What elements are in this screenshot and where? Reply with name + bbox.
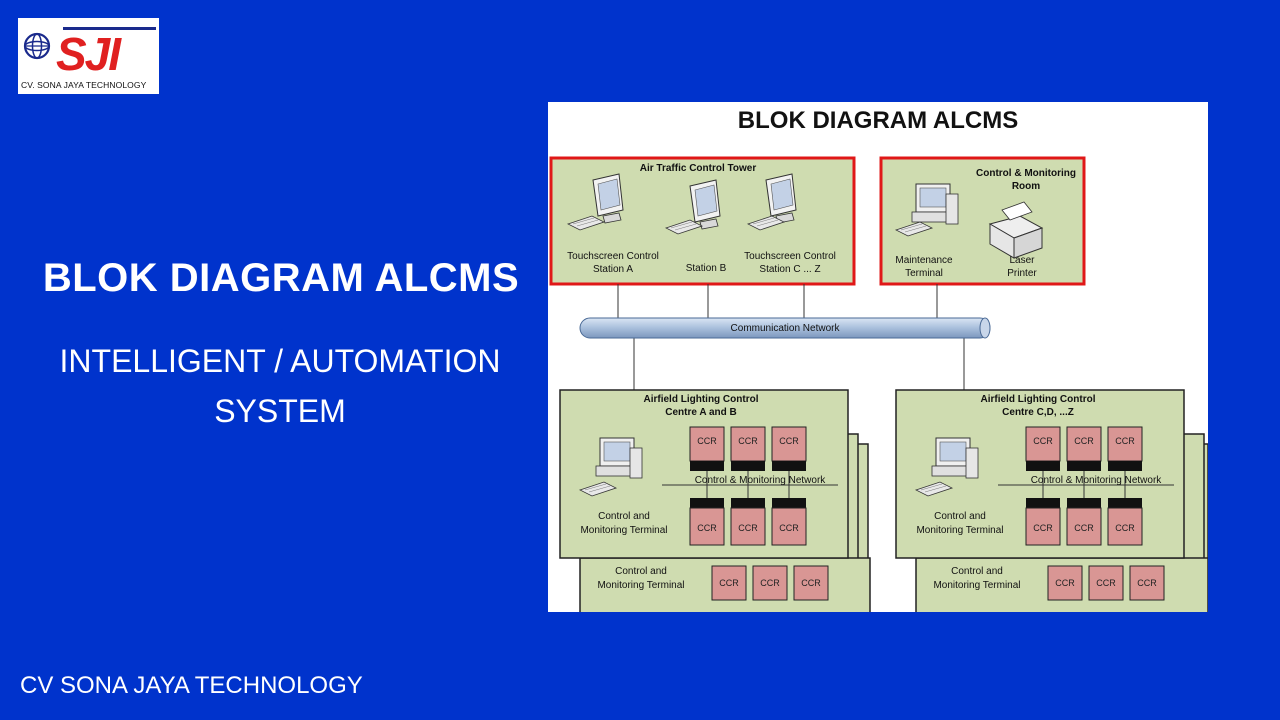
ccr-label: CCR (1055, 578, 1075, 588)
logo-graphic: SJI (23, 27, 156, 80)
station-b-label: Station B (686, 263, 727, 274)
printer-label-2: Printer (1007, 268, 1037, 279)
station-a-label-1: Touchscreen Control (567, 251, 659, 262)
ccr-top-row-cz: CCR CCR CCR (1025, 426, 1143, 485)
ccr-label: CCR (1096, 578, 1116, 588)
company-logo: SJI CV. SONA JAYA TECHNOLOGY (18, 18, 159, 94)
ccr-bottom-row-ab: CCR CCR CCR (689, 485, 807, 546)
ccr-label: CCR (779, 436, 799, 446)
ccr-label: CCR (760, 578, 780, 588)
centre-ab-title-2: Centre A and B (665, 407, 737, 418)
terminal-cz-label-1: Control and (934, 511, 986, 522)
diagram-title: BLOK DIAGRAM ALCMS (738, 107, 1018, 134)
printer-label-1: Laser (1009, 255, 1035, 266)
cmr-title-1: Control & Monitoring (976, 168, 1076, 179)
ccr-bottom-row-cz: CCR CCR CCR (1025, 485, 1143, 546)
ccr-label: CCR (697, 523, 717, 533)
ccr-label: CCR (1115, 523, 1135, 533)
terminal-ab-label-1: Control and (598, 511, 650, 522)
communication-network-label: Communication Network (731, 323, 841, 334)
slide-footer: CV SONA JAYA TECHNOLOGY (20, 672, 363, 699)
centre-cz-title-1: Airfield Lighting Control (981, 394, 1096, 405)
back-ccr-row-cz: CCR CCR CCR (1047, 565, 1165, 601)
logo-caption: CV. SONA JAYA TECHNOLOGY (21, 80, 147, 90)
ccr-label: CCR (801, 578, 821, 588)
control-monitoring-room-panel: Control & Monitoring Room Maintenance Te… (879, 156, 1086, 286)
inner-network-ab-label: Control & Monitoring Network (695, 475, 827, 486)
ccr-label: CCR (1137, 578, 1157, 588)
centre-ab-title-1: Airfield Lighting Control (644, 394, 759, 405)
communication-network-pipe: Communication Network (579, 317, 991, 339)
inner-network-cz-label: Control & Monitoring Network (1031, 475, 1163, 486)
back-terminal-ab-label-1: Control and (615, 566, 667, 577)
printer-icon (988, 201, 1044, 259)
ccr-label: CCR (719, 578, 739, 588)
atc-tower-panel: Air Traffic Control Tower Touchscreen Co… (549, 156, 856, 286)
back-terminal-cz-label-1: Control and (951, 566, 1003, 577)
ccr-label: CCR (738, 523, 758, 533)
alcms-diagram: BLOK DIAGRAM ALCMS Air Traffic Control T… (548, 102, 1208, 612)
ccr-label: CCR (697, 436, 717, 446)
ccr-label: CCR (1033, 436, 1053, 446)
maintenance-label-2: Terminal (905, 268, 943, 279)
ccr-label: CCR (1115, 436, 1135, 446)
slide-title: BLOK DIAGRAM ALCMS (42, 256, 520, 300)
diagram-canvas: BLOK DIAGRAM ALCMS Air Traffic Control T… (549, 107, 1208, 612)
centre-ab-group: Control and Monitoring Terminal CCR CCR … (559, 389, 871, 612)
terminal-ab-label-2: Monitoring Terminal (580, 525, 667, 536)
ccr-label: CCR (779, 523, 799, 533)
terminal-cz-label-2: Monitoring Terminal (916, 525, 1003, 536)
back-terminal-cz-label-2: Monitoring Terminal (933, 580, 1020, 591)
maintenance-label-1: Maintenance (895, 255, 953, 266)
ccr-top-row-ab: CCR CCR CCR (689, 426, 807, 485)
station-c-label-2: Station C ... Z (759, 264, 820, 275)
atc-title: Air Traffic Control Tower (640, 163, 757, 174)
logo-mark: SJI (56, 28, 122, 80)
ccr-label: CCR (1074, 436, 1094, 446)
ccr-label: CCR (1074, 523, 1094, 533)
ccr-label: CCR (1033, 523, 1053, 533)
slide-subtitle: INTELLIGENT / AUTOMATION SYSTEM (59, 343, 501, 429)
cmr-title-2: Room (1012, 181, 1040, 192)
station-c-label-1: Touchscreen Control (744, 251, 836, 262)
back-ccr-row-ab: CCR CCR CCR (711, 565, 829, 601)
network-connectors (617, 284, 965, 390)
station-a-label-2: Station A (593, 264, 633, 275)
centre-cz-title-2: Centre C,D, ...Z (1002, 407, 1074, 418)
globe-icon (23, 32, 51, 60)
ccr-label: CCR (738, 436, 758, 446)
back-terminal-ab-label-2: Monitoring Terminal (597, 580, 684, 591)
centre-cz-group: Control and Monitoring Terminal CCR CCR … (895, 389, 1208, 612)
